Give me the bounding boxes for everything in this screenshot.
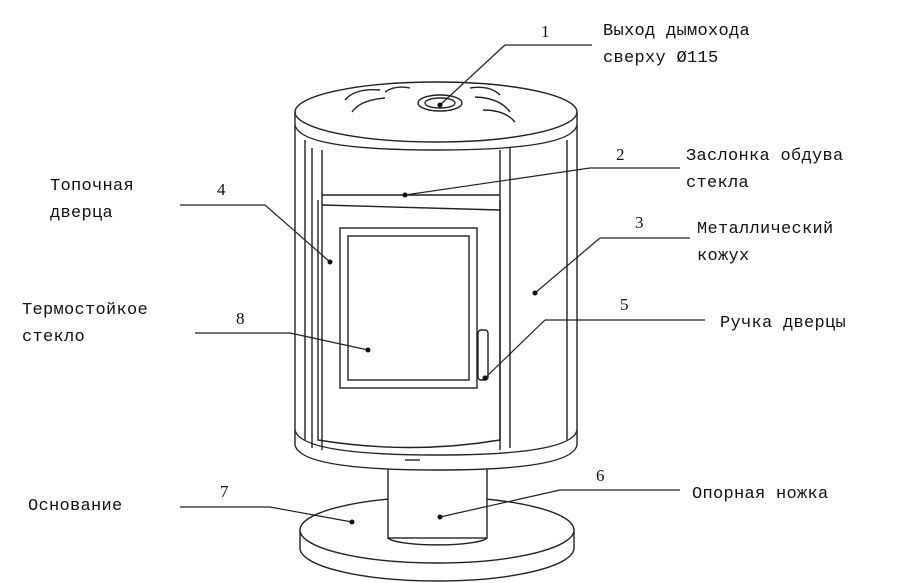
callout-label-1: Выход дымохода сверху Ø115 — [603, 18, 750, 72]
label-line: Ручка дверцы — [720, 314, 847, 333]
label-line: стекла — [686, 174, 750, 193]
callout-number-4: 4 — [217, 180, 226, 199]
callout-label-7: Основание — [28, 493, 123, 520]
label-line: Термостойкое — [22, 301, 149, 320]
callout-number-8: 8 — [236, 309, 245, 328]
callout-label-3: Металлический кожух — [697, 216, 834, 270]
callout-label-2: Заслонка обдува стекла — [686, 143, 844, 197]
callout-number-7: 7 — [220, 482, 229, 501]
label-line: кожух — [697, 247, 750, 266]
callout-number-3: 3 — [635, 213, 644, 232]
leader-lines — [180, 44, 705, 523]
callout-number-2: 2 — [616, 145, 625, 164]
callout-number-1: 1 — [541, 22, 550, 41]
label-line: Опорная ножка — [692, 485, 829, 504]
label-line: Металлический — [697, 220, 834, 239]
label-line: Основание — [28, 497, 123, 516]
label-line: дверца — [50, 204, 114, 223]
stove-body — [294, 81, 578, 471]
callout-label-5: Ручка дверцы — [720, 310, 846, 337]
callout-label-6: Опорная ножка — [692, 481, 829, 508]
label-line: сверху Ø115 — [603, 49, 719, 68]
callout-label-8: Термостойкое стекло — [22, 297, 148, 351]
callout-number-5: 5 — [620, 295, 629, 314]
door-handle — [477, 329, 489, 381]
label-line: стекло — [22, 328, 86, 347]
label-line: Топочная — [50, 177, 135, 196]
label-line: Выход дымохода — [603, 22, 751, 41]
label-line: Заслонка обдува — [686, 147, 844, 166]
glass — [339, 227, 478, 389]
callout-number-6: 6 — [596, 466, 605, 485]
callout-label-4: Топочная дверца — [50, 173, 134, 227]
